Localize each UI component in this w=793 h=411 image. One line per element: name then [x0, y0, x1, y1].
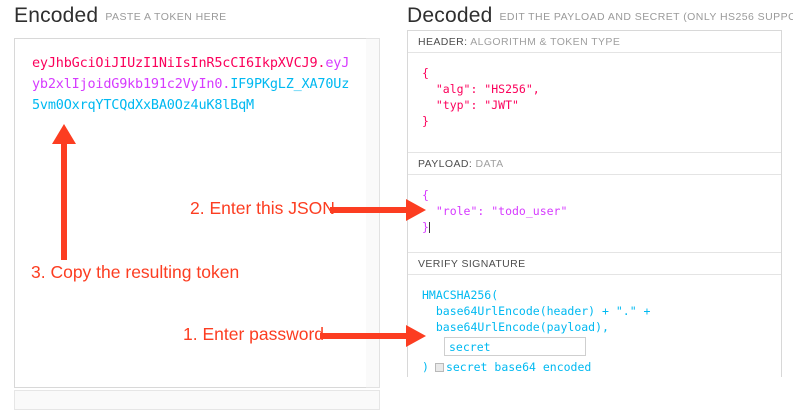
encoded-panel-footer: [14, 390, 380, 410]
secret-base64-label: secret base64 encoded: [445, 360, 592, 374]
hmac-line-3: base64UrlEncode(payload),: [422, 320, 609, 334]
closing-paren: ): [422, 360, 429, 374]
header-section-label: HEADER: ALGORITHM & TOKEN TYPE: [408, 31, 781, 53]
decoded-heading: Decoded: [407, 4, 493, 27]
jwt-token-text[interactable]: eyJhbGciOiJIUzI1NiIsInR5cCI6IkpXVCJ9.eyJ…: [32, 53, 354, 116]
arrow-head: [52, 124, 76, 144]
arrow-shaft: [320, 333, 408, 339]
arrow-to-secret-icon: [320, 325, 426, 347]
payload-json-editor[interactable]: { "role": "todo_user" }: [408, 175, 781, 253]
arrow-to-payload-icon: [330, 199, 426, 221]
arrow-head: [406, 199, 426, 221]
hmac-line-2: base64UrlEncode(header) + "." +: [422, 304, 651, 318]
encoded-panel-scrollbar[interactable]: [366, 38, 380, 388]
text-caret: [428, 222, 430, 233]
annotation-step-1: 1. Enter password: [183, 324, 325, 344]
signature-verification-block: HMACSHA256( base64UrlEncode(header) + ".…: [408, 275, 781, 399]
header-section-label-rest: ALGORITHM & TOKEN TYPE: [467, 36, 621, 48]
secret-base64-checkbox[interactable]: [434, 363, 444, 372]
header-json-editor[interactable]: { "alg": "HS256", "typ": "JWT" }: [408, 53, 781, 153]
payload-section-label-rest: DATA: [472, 158, 504, 170]
signature-section-label-strong: VERIFY SIGNATURE: [418, 258, 526, 270]
encoded-token-panel[interactable]: eyJhbGciOiJIUzI1NiIsInR5cCI6IkpXVCJ9.eyJ…: [14, 38, 380, 388]
signature-close-row: ) secret base64 encoded: [422, 360, 591, 374]
encoded-subheading: PASTE A TOKEN HERE: [105, 11, 227, 23]
arrow-shaft: [61, 142, 67, 260]
arrow-shaft: [330, 207, 408, 213]
encoded-heading: Encoded: [14, 4, 99, 27]
payload-section-label: PAYLOAD: DATA: [408, 153, 781, 175]
header-section-label-strong: HEADER:: [418, 36, 468, 48]
decoded-panel: HEADER: ALGORITHM & TOKEN TYPE { "alg": …: [407, 30, 782, 399]
jwt-header-segment: eyJhbGciOiJIUzI1NiIsInR5cCI6IkpXVCJ9: [32, 55, 318, 71]
arrow-head: [406, 325, 426, 347]
encoded-column-title: Encoded PASTE A TOKEN HERE: [14, 4, 227, 28]
secret-input[interactable]: [444, 337, 586, 356]
decoded-column-title: Decoded EDIT THE PAYLOAD AND SECRET (ONLY…: [407, 4, 793, 28]
jwt-separator-2: .: [222, 76, 231, 92]
jwt-payload-segment: eyJyb2xlIjoidG9kb191c2VyIn0: [32, 55, 350, 92]
payload-json-text: { "role": "todo_user" }: [422, 188, 568, 234]
jwt-separator-1: .: [317, 55, 326, 71]
payload-section-label-strong: PAYLOAD:: [418, 158, 473, 170]
annotation-step-3: 3. Copy the resulting token: [31, 262, 240, 282]
decoded-subheading: EDIT THE PAYLOAD AND SECRET (ONLY HS256 …: [499, 11, 793, 23]
hmac-line-1: HMACSHA256(: [422, 288, 499, 302]
signature-section-label: VERIFY SIGNATURE: [408, 253, 781, 275]
arrow-to-token-icon: [52, 124, 76, 260]
jwt-signature-segment: IF9PKgLZ_XA70Uz5vm0OxrqYTCQdXxBA0Oz4uK8l…: [32, 76, 350, 113]
annotation-step-2: 2. Enter this JSON: [190, 198, 335, 218]
